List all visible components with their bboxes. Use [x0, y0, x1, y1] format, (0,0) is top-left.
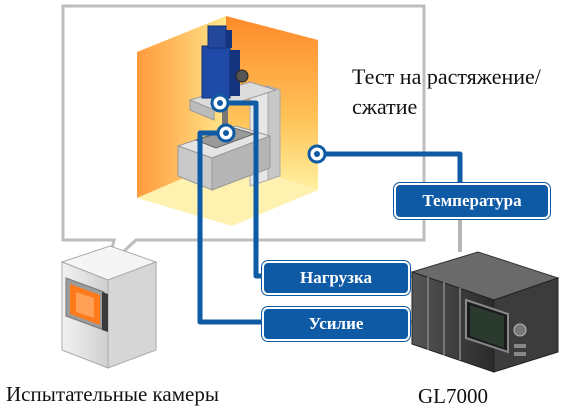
force-cable [197, 130, 264, 325]
chamber-caption: Испытательные камеры [6, 382, 219, 406]
temperature-sensor-marker [307, 144, 327, 164]
gl7000-logger [410, 251, 560, 373]
signal-cables [197, 100, 463, 325]
load-cable [220, 100, 264, 279]
temperature-cable [317, 151, 463, 185]
load-sensor-marker [210, 93, 230, 113]
device-caption: GL7000 [418, 384, 488, 408]
force-label: Усилие [262, 307, 410, 341]
load-label: Нагрузка [262, 261, 410, 295]
test-caption: Тест на растяжение/ сжатие [352, 62, 541, 122]
test-caption-line2: сжатие [352, 94, 418, 119]
temperature-label: Температура [394, 183, 550, 219]
test-caption-line1: Тест на растяжение/ [352, 64, 541, 89]
force-sensor-marker [216, 123, 236, 143]
test-chamber-cabinet [60, 245, 158, 369]
